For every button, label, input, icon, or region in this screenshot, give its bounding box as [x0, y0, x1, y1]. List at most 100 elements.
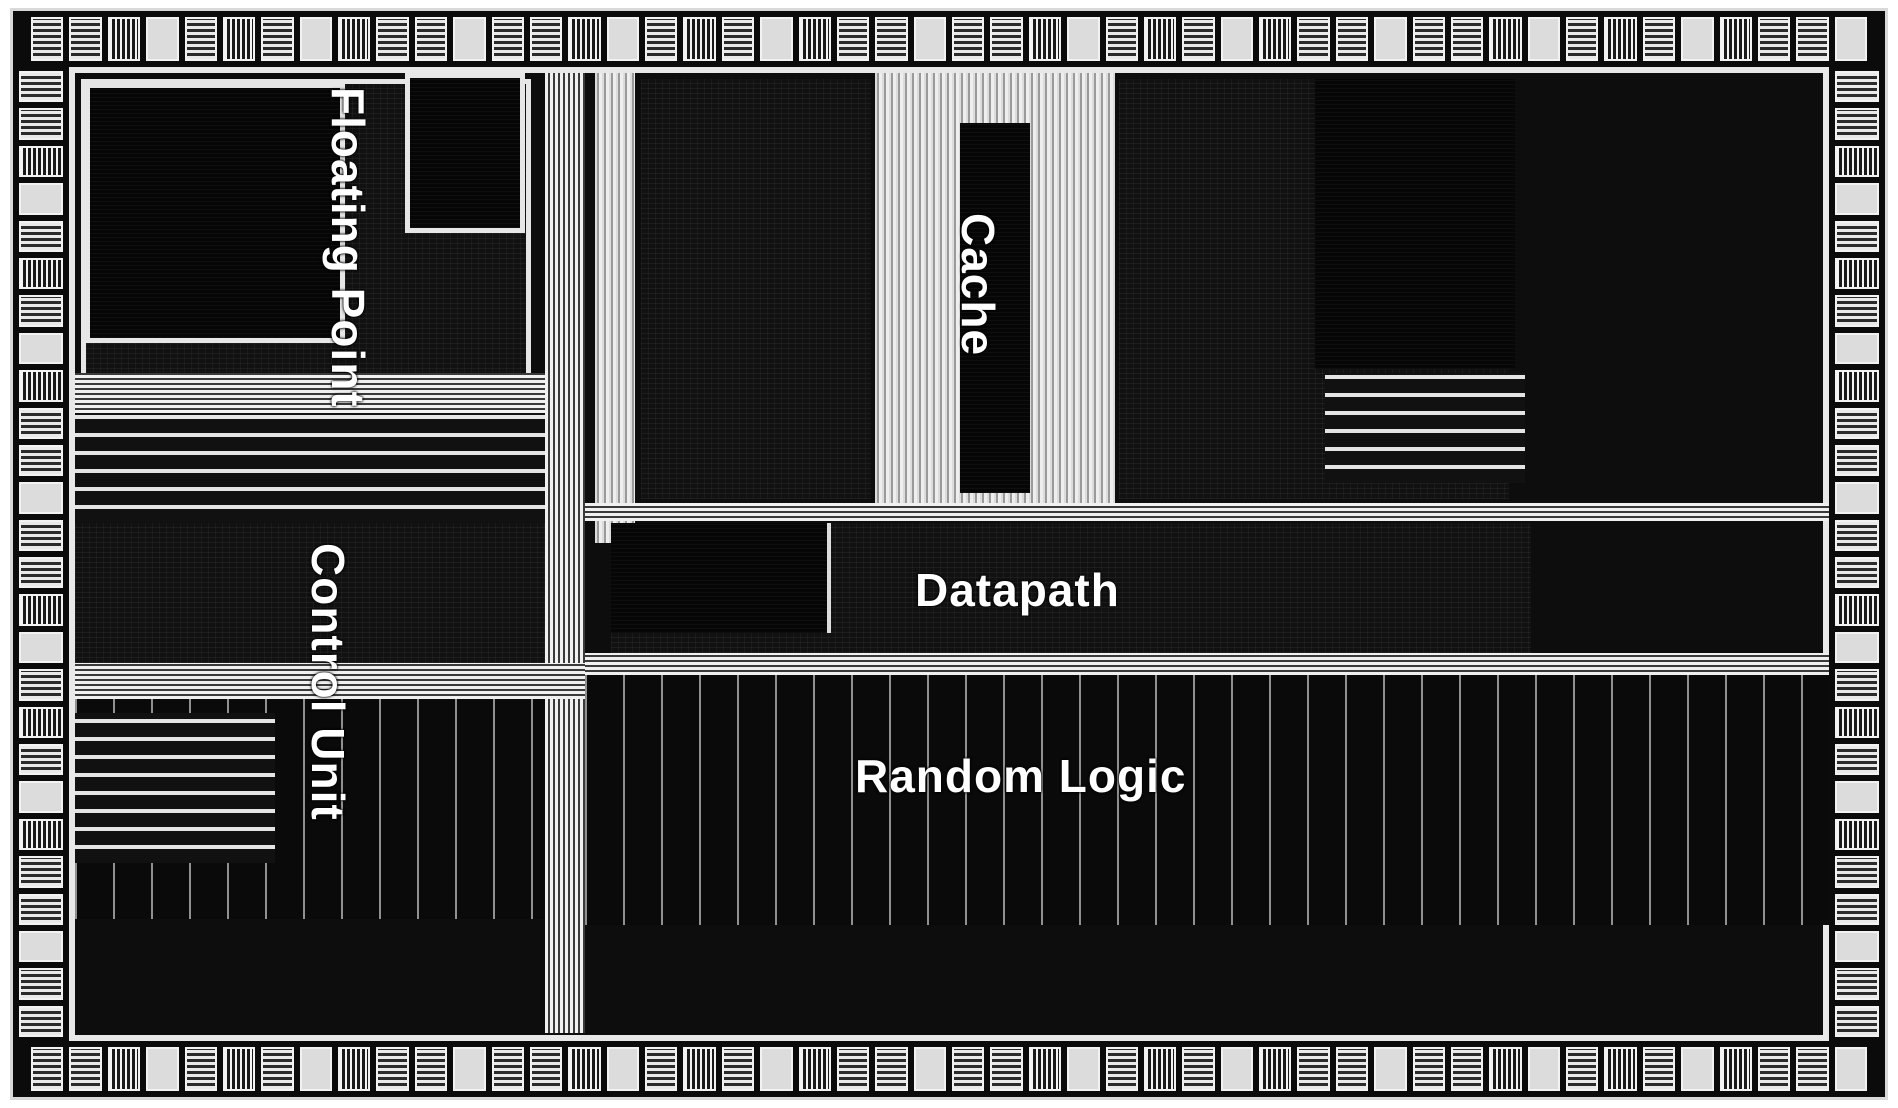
fp-bus [75, 373, 545, 413]
bond-pad [568, 17, 601, 61]
bond-pad [1489, 1047, 1522, 1091]
bond-pad [107, 17, 141, 61]
bond-pad [107, 1047, 141, 1091]
bond-pad [606, 1047, 639, 1091]
bond-pad [261, 17, 294, 61]
bond-pad [1835, 295, 1879, 327]
bond-pad [146, 17, 179, 61]
bond-pad [1757, 1047, 1791, 1091]
bond-pad [1835, 257, 1879, 290]
bond-pad [1835, 71, 1879, 103]
bond-pad [760, 17, 793, 61]
bond-pad [1835, 407, 1879, 439]
bond-pad [1028, 17, 1062, 61]
fp-register-block [405, 73, 525, 233]
bond-pad [19, 220, 63, 252]
bond-pad [1835, 370, 1879, 402]
bond-pad [1067, 1047, 1100, 1091]
bond-pad [19, 557, 63, 589]
bond-pad [376, 17, 409, 61]
bond-pad [222, 17, 256, 61]
bond-pad [1835, 893, 1879, 925]
bond-pad [19, 669, 63, 701]
bond-pad [1719, 17, 1752, 61]
bond-pad [1835, 856, 1879, 888]
bond-pad [1450, 17, 1484, 61]
datapath-top-bus [585, 503, 1829, 521]
bond-pad [1835, 557, 1879, 589]
random-logic-block [585, 675, 1829, 925]
bond-pad [721, 1047, 755, 1091]
bond-pad [1067, 17, 1100, 61]
cache-array [960, 123, 1030, 493]
bond-pad [529, 17, 563, 61]
right-bond-pads [1835, 71, 1879, 1038]
bond-pad [69, 17, 102, 61]
bond-pad [222, 1047, 256, 1091]
bond-pad [1527, 17, 1560, 61]
bond-pad [798, 17, 831, 61]
bond-pad [1681, 1047, 1714, 1091]
bond-pad [261, 1047, 294, 1091]
bond-pad [31, 17, 64, 61]
bond-pad [1220, 1047, 1253, 1091]
bond-pad [1835, 968, 1879, 1000]
bond-pad [1604, 17, 1637, 61]
bond-pad [1681, 17, 1714, 61]
bond-pad [1566, 17, 1599, 61]
bond-pad [990, 1047, 1023, 1091]
bond-pad [1182, 1047, 1215, 1091]
bond-pad [19, 482, 63, 514]
bond-pad [1834, 1047, 1867, 1091]
bond-pad [1143, 17, 1177, 61]
bond-pad [1566, 1047, 1599, 1091]
bond-pad [1757, 17, 1791, 61]
bond-pad [299, 1047, 332, 1091]
bond-pad [19, 145, 63, 178]
left-bond-pads [19, 71, 63, 1038]
bond-pad [1642, 17, 1676, 61]
right-subblock [1315, 79, 1515, 369]
bond-pad [453, 17, 486, 61]
bond-pad [952, 17, 985, 61]
bond-pad [338, 17, 371, 61]
fp-subblock [85, 83, 345, 343]
bond-pad [1374, 1047, 1407, 1091]
bond-pad [529, 1047, 563, 1091]
bond-pad [990, 17, 1023, 61]
bond-pad [1105, 17, 1138, 61]
bond-pad [19, 818, 63, 851]
bond-pad [19, 407, 63, 439]
bond-pad [1297, 1047, 1330, 1091]
bond-pad [19, 332, 63, 365]
bond-pad [1835, 669, 1879, 701]
bond-pad [1835, 482, 1879, 514]
bond-pad [1835, 183, 1879, 215]
bond-pad [645, 17, 678, 61]
bond-pad [913, 17, 946, 61]
bond-pad [721, 17, 755, 61]
bond-pad [1835, 631, 1879, 664]
bond-pad [1835, 220, 1879, 252]
control-unit-label: Control Unit [302, 543, 354, 821]
bond-pad [19, 706, 63, 739]
bond-pad [1835, 332, 1879, 365]
datapath-bottom-bus [585, 653, 1829, 675]
bond-pad [19, 594, 63, 626]
bond-pad [798, 1047, 831, 1091]
bond-pad [1835, 930, 1879, 963]
fp-control-rows [75, 413, 545, 523]
bond-pad [1489, 17, 1522, 61]
bond-pad [683, 17, 716, 61]
bond-pad [19, 257, 63, 290]
bond-pad [683, 1047, 716, 1091]
bond-pad [1374, 17, 1407, 61]
bond-pad [913, 1047, 946, 1091]
bond-pad [1835, 706, 1879, 739]
bond-pad [1835, 781, 1879, 813]
bond-pad [19, 444, 63, 477]
bond-pad [1835, 519, 1879, 552]
bond-pad [19, 856, 63, 888]
bond-pad [19, 71, 63, 103]
bond-pad [1335, 17, 1369, 61]
